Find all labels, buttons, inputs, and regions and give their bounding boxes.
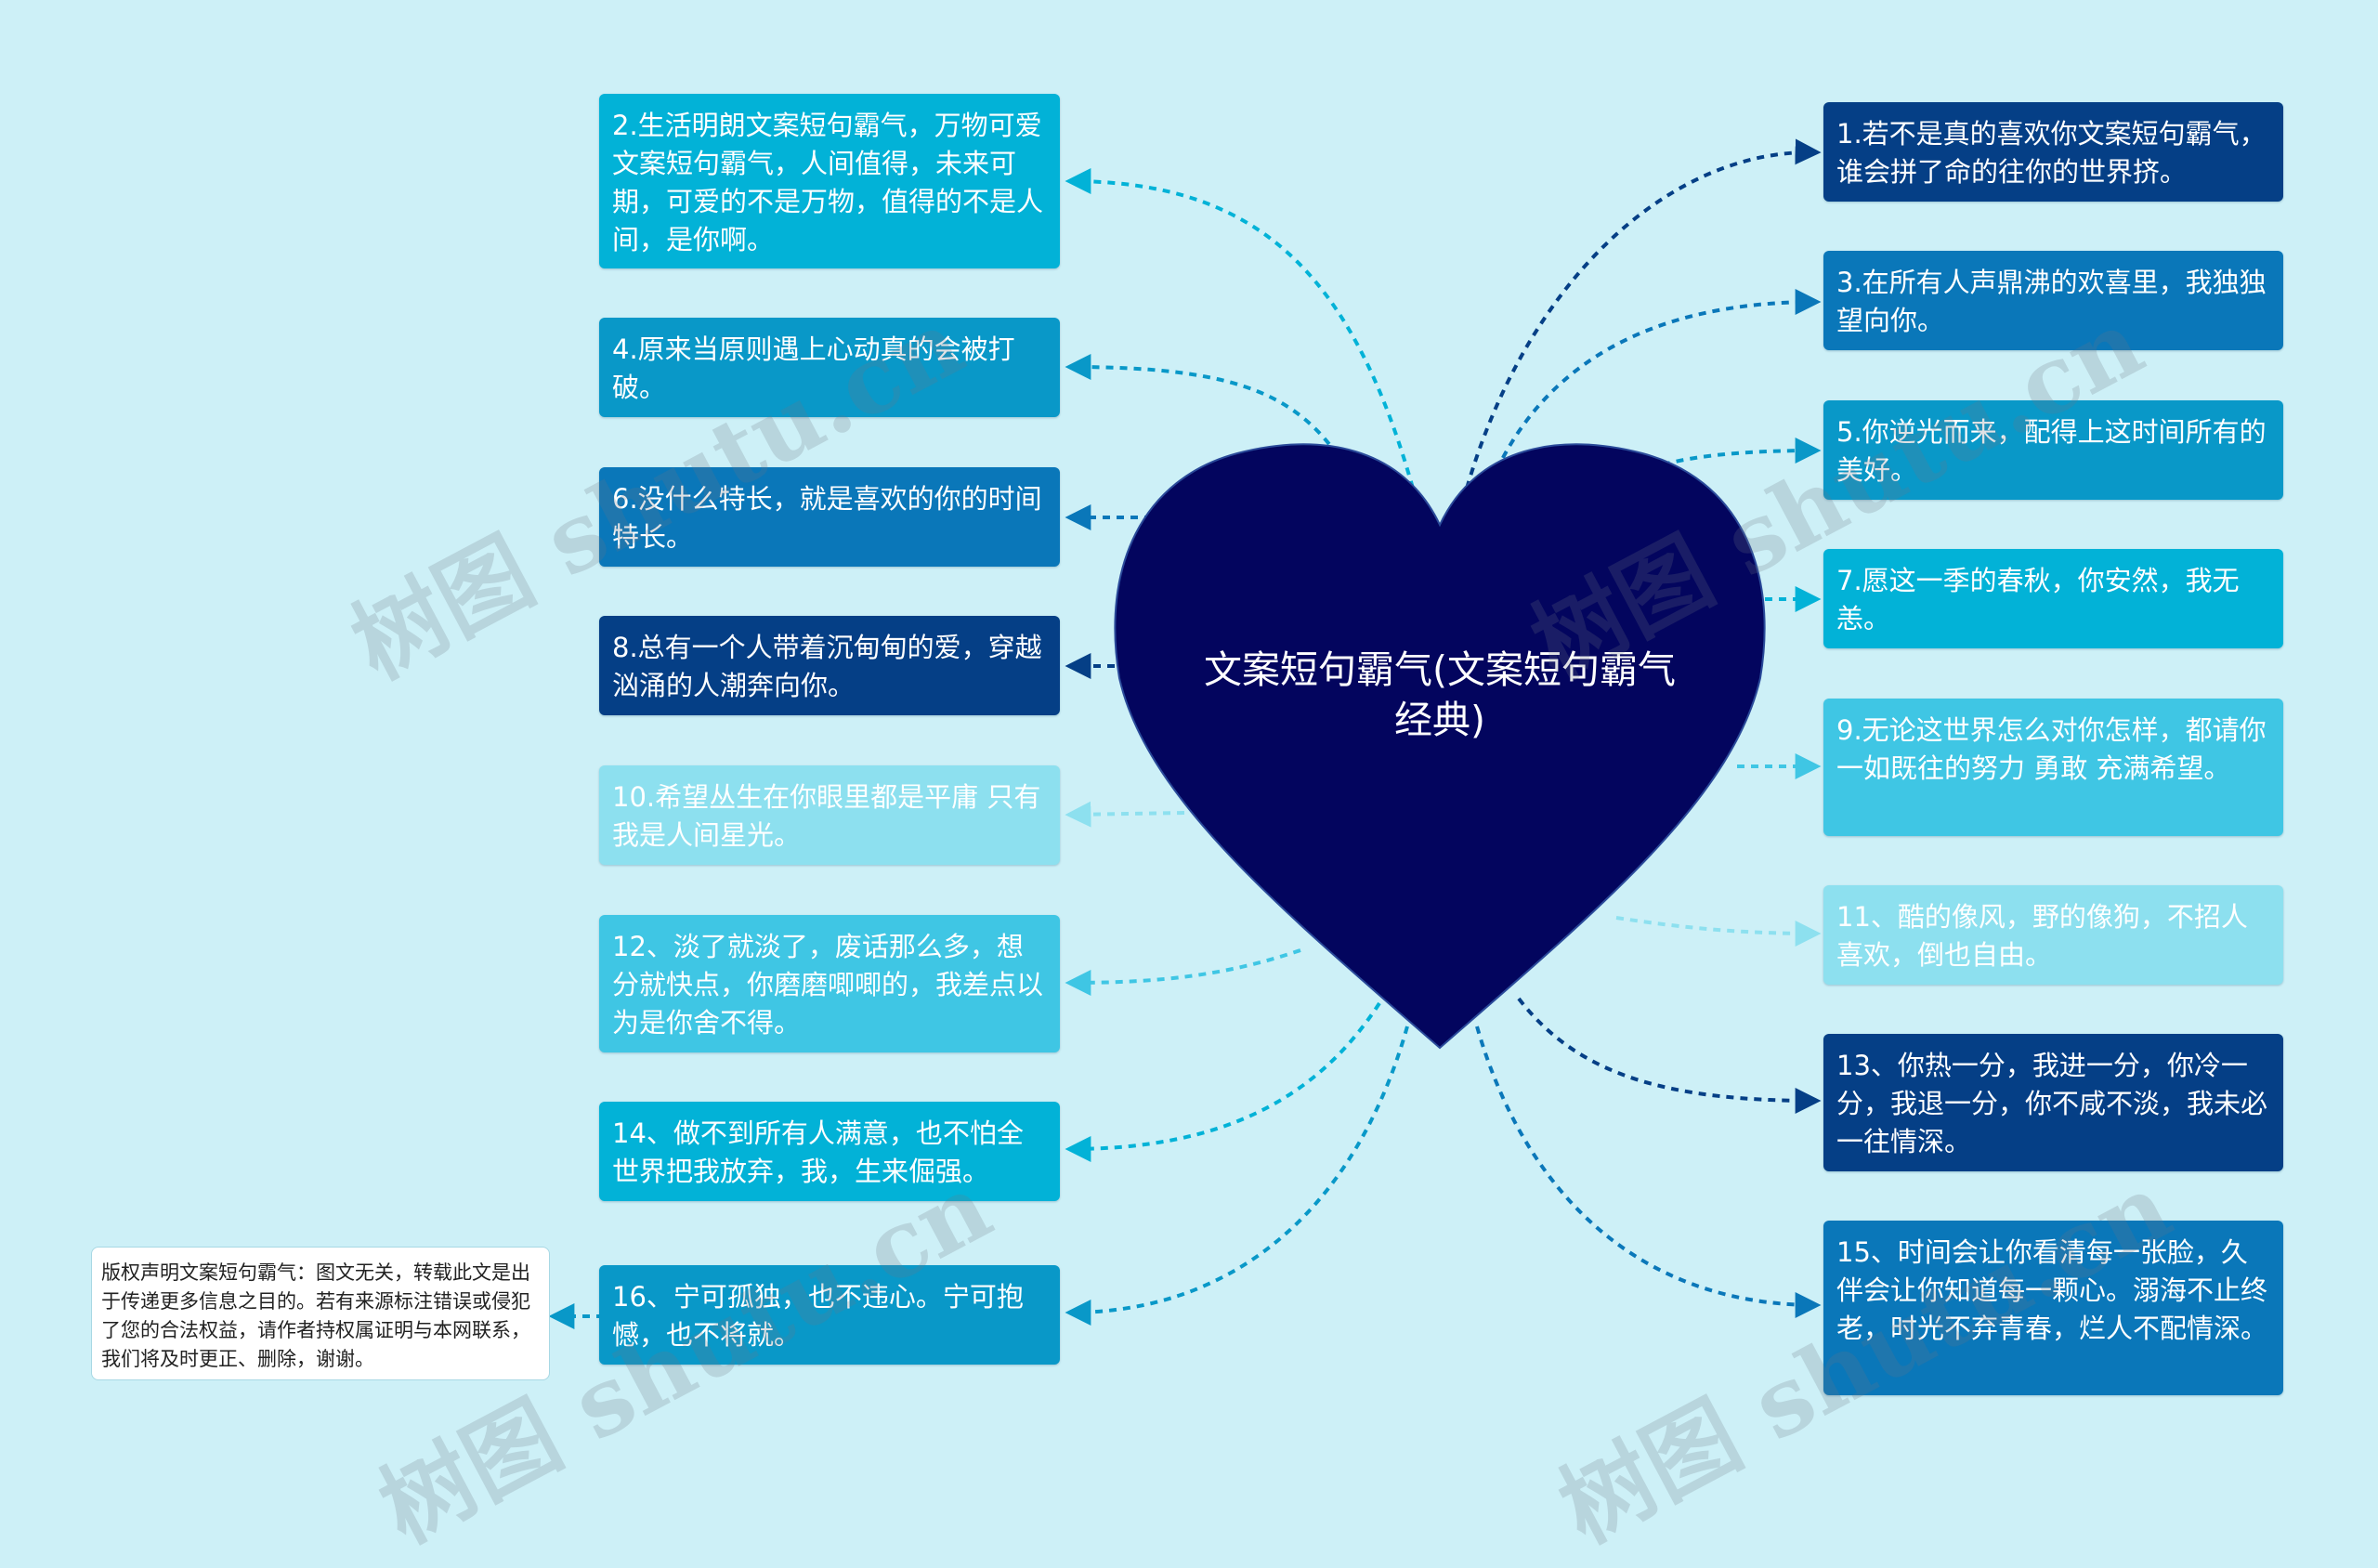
node-14[interactable]: 14、做不到所有人满意，也不怕全世界把我放弃，我，生来倔强。 [599, 1102, 1060, 1201]
node-11[interactable]: 11、酷的像风，野的像狗，不招人喜欢，倒也自由。 [1823, 885, 2283, 985]
link-14 [1065, 1001, 1381, 1162]
copyright-note: 版权声明文案短句霸气：图文无关，转载此文是出于传递更多信息之目的。若有来源标注错… [91, 1247, 550, 1380]
center-title: 文案短句霸气(文案短句霸气经典) [1204, 647, 1676, 742]
link-4 [1065, 354, 1339, 457]
node-8[interactable]: 8.总有一个人带着沉甸甸的爱，穿越汹涌的人潮奔向你。 [599, 616, 1060, 715]
node-6[interactable]: 6.没什么特长，就是喜欢的你的时间特长。 [599, 467, 1060, 567]
node-7[interactable]: 7.愿这一季的春秋，你安然，我无恙。 [1823, 549, 2283, 648]
link-3 [1489, 289, 1822, 484]
node-12[interactable]: 12、淡了就淡了，废话那么多，想分就快点，你磨磨唧唧的，我差点以为是你舍不得。 [599, 915, 1060, 1052]
node-13[interactable]: 13、你热一分，我进一分，你冷一分，我退一分，你不咸不淡，我未必一往情深。 [1823, 1034, 2283, 1171]
link-16 [1065, 1026, 1409, 1326]
node-4[interactable]: 4.原来当原则遇上心动真的会被打破。 [599, 318, 1060, 417]
node-9[interactable]: 9.无论这世界怎么对你怎样，都请你一如既往的努力 勇敢 充满希望。 [1823, 699, 2283, 836]
node-15[interactable]: 15、时间会让你看清每一张脸，久伴会让你知道每一颗心。溺海不止终老，时光不弃青春… [1823, 1221, 2283, 1395]
node-3[interactable]: 3.在所有人声鼎沸的欢喜里，我独独望向你。 [1823, 251, 2283, 350]
center-heart [1114, 443, 1766, 1050]
link-12 [1065, 948, 1301, 996]
link-5 [1662, 438, 1822, 466]
link-11 [1615, 916, 1822, 947]
connector-lines [548, 138, 1822, 1329]
node-1[interactable]: 1.若不是真的喜欢你文案短句霸气，谁会拼了命的往你的世界挤。 [1823, 102, 2283, 202]
node-2[interactable]: 2.生活明朗文案短句霸气，万物可爱文案短句霸气，人间值得，未来可期，可爱的不是万… [599, 94, 1060, 268]
node-5[interactable]: 5.你逆光而来，配得上这时间所有的美好。 [1823, 400, 2283, 500]
link-13 [1517, 997, 1822, 1114]
node-10[interactable]: 10.希望丛生在你眼里都是平庸 只有我是人间星光。 [599, 765, 1060, 865]
link-2 [1065, 168, 1418, 503]
link-15 [1475, 1026, 1822, 1318]
mindmap-canvas: 文案短句霸气(文案短句霸气经典) 1.若不是真的喜欢你文案短句霸气，谁会拼了命的… [91, 94, 2283, 1564]
node-16[interactable]: 16、宁可孤独，也不违心。宁可抱憾，也不将就。 [599, 1265, 1060, 1365]
link-10 [1065, 801, 1185, 828]
